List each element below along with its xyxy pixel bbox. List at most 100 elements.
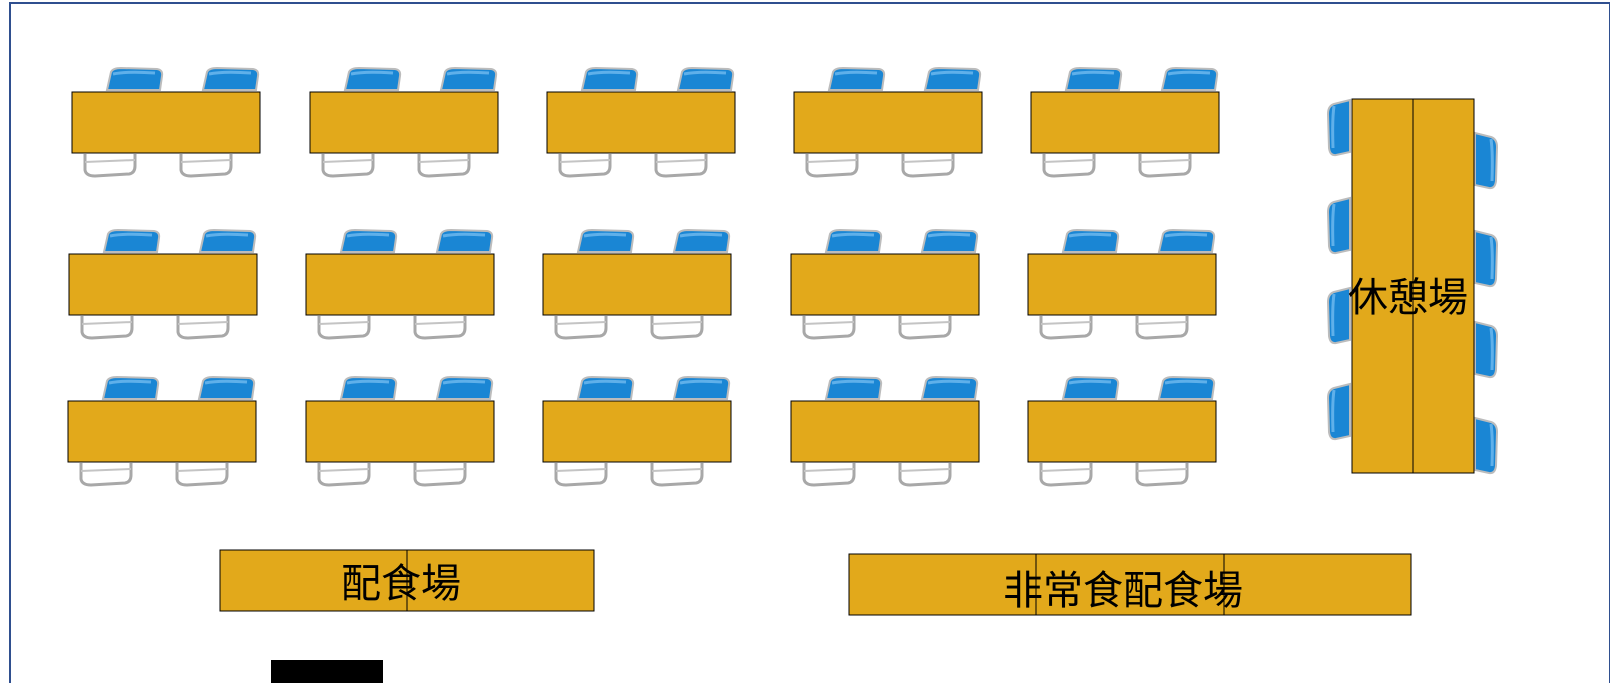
chair (339, 375, 398, 401)
chair-legs (1039, 314, 1093, 340)
chair-legs (654, 152, 708, 178)
dining-table (793, 91, 983, 154)
chair-legs (898, 314, 952, 340)
emergency-food-area-label: 非常食配食場 (1003, 568, 1243, 614)
dining-table (542, 400, 732, 463)
room-frame (9, 2, 1610, 683)
chair (105, 66, 164, 92)
chair (576, 375, 635, 401)
chair (580, 66, 639, 92)
chair-legs (650, 461, 704, 487)
chair (101, 375, 160, 401)
chair (1061, 375, 1120, 401)
chair (1160, 66, 1219, 92)
chair (1326, 382, 1352, 441)
chair (435, 228, 494, 254)
chair-legs (802, 314, 856, 340)
dining-table (1027, 400, 1217, 463)
chair (1326, 286, 1352, 345)
chair (1061, 228, 1120, 254)
chair-legs (1138, 152, 1192, 178)
chair-legs (321, 152, 375, 178)
chair-legs (554, 461, 608, 487)
dining-table (1027, 253, 1217, 316)
entrance-marker (271, 660, 383, 683)
chair (1326, 196, 1352, 255)
chair (672, 375, 731, 401)
chair-legs (175, 461, 229, 487)
serving-table (406, 549, 595, 612)
chair (1157, 228, 1216, 254)
chair-legs (79, 461, 133, 487)
chair-legs (1042, 152, 1096, 178)
chair (198, 228, 257, 254)
chair-legs (805, 152, 859, 178)
chair (201, 66, 260, 92)
chair-legs (317, 314, 371, 340)
chair (1473, 131, 1499, 190)
dining-table (790, 400, 980, 463)
emergency-table (1223, 553, 1412, 616)
chair (435, 375, 494, 401)
chair (920, 375, 979, 401)
chair (343, 66, 402, 92)
chair-legs (179, 152, 233, 178)
emergency-table (848, 553, 1037, 616)
chair (923, 66, 982, 92)
chair-legs (558, 152, 612, 178)
chair-legs (413, 314, 467, 340)
serving-area-label: 配食場 (341, 561, 461, 607)
chair-legs (554, 314, 608, 340)
rest-table (1351, 98, 1414, 474)
chair-legs (80, 314, 134, 340)
dining-table (305, 400, 495, 463)
chair (339, 228, 398, 254)
chair-legs (83, 152, 137, 178)
dining-table (542, 253, 732, 316)
dining-table (71, 91, 261, 154)
emergency-table (1035, 553, 1225, 616)
chair-legs (176, 314, 230, 340)
chair (827, 66, 886, 92)
dining-table (68, 253, 258, 316)
chair-legs (901, 152, 955, 178)
chair (1326, 98, 1352, 157)
dining-table (546, 91, 736, 154)
chair-legs (650, 314, 704, 340)
chair (439, 66, 498, 92)
chair (672, 228, 731, 254)
chair-legs (317, 461, 371, 487)
chair-legs (413, 461, 467, 487)
chair-legs (802, 461, 856, 487)
dining-table (305, 253, 495, 316)
chair (576, 228, 635, 254)
dining-table (67, 400, 257, 463)
chair (1064, 66, 1123, 92)
chair (102, 228, 161, 254)
serving-table (219, 549, 408, 612)
emergency-food-area (848, 553, 1412, 616)
rest-area (1326, 98, 1499, 475)
chair (824, 228, 883, 254)
dining-table (309, 91, 499, 154)
chair (1473, 320, 1499, 379)
rest-table (1412, 98, 1475, 474)
chair (1473, 229, 1499, 288)
chair (824, 375, 883, 401)
chair-legs (417, 152, 471, 178)
dining-area (67, 66, 1220, 487)
chair (676, 66, 735, 92)
rest-area-label: 休憩場 (1348, 275, 1468, 321)
chair-legs (1039, 461, 1093, 487)
chair-legs (1135, 461, 1189, 487)
chair (920, 228, 979, 254)
serving-area (219, 549, 595, 612)
chair (1473, 416, 1499, 475)
chair (1157, 375, 1216, 401)
chair-legs (898, 461, 952, 487)
chair (197, 375, 256, 401)
chair-legs (1135, 314, 1189, 340)
dining-table (1030, 91, 1220, 154)
dining-table (790, 253, 980, 316)
